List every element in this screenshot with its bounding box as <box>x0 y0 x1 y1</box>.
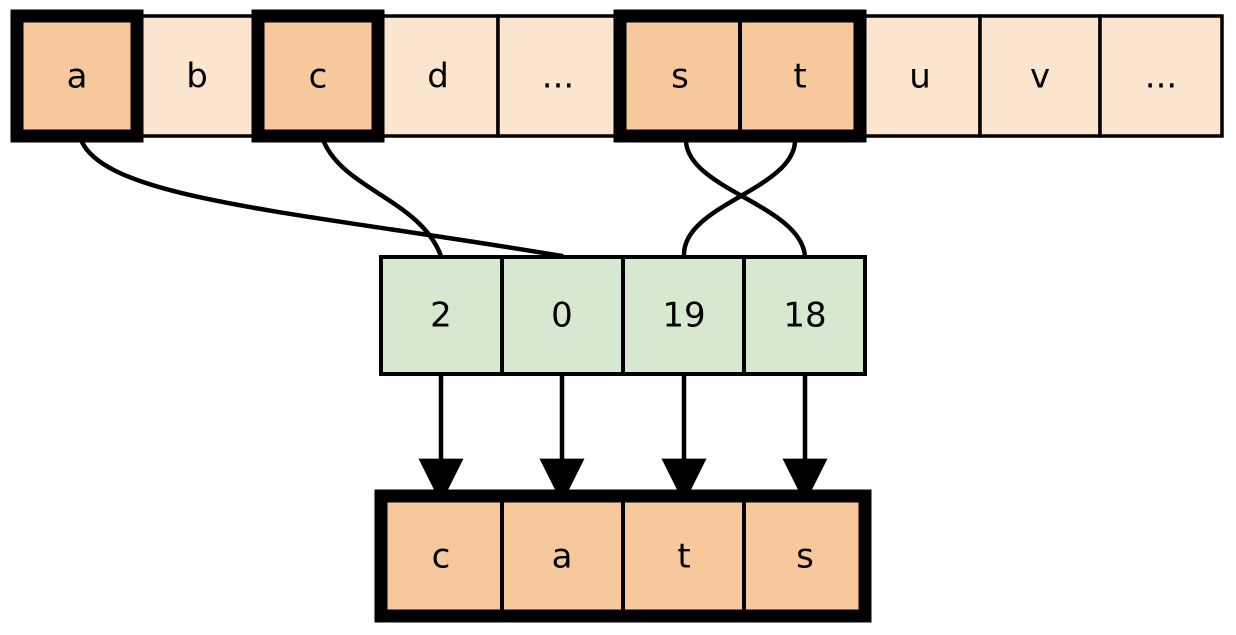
alphabet-cell-v[interactable] <box>978 14 1102 138</box>
index-cell-label: 2 <box>430 296 452 336</box>
index-cell-3[interactable] <box>742 255 867 376</box>
curve-connectors <box>79 139 808 259</box>
alphabet-cell-label: ... <box>542 57 574 97</box>
index-cell-label: 19 <box>662 296 705 336</box>
alphabet-cell-label: s <box>671 57 689 97</box>
alphabet-cell-c-highlight[interactable] <box>251 9 385 143</box>
curve-s-to-index-18 <box>683 139 808 259</box>
index-cell-1[interactable] <box>500 255 625 376</box>
arrow-connectors <box>418 376 828 504</box>
curve-c-to-index-2 <box>321 139 444 259</box>
alphabet-cell-label: u <box>909 57 931 97</box>
alphabet-cell-label: v <box>1030 57 1050 97</box>
curve-a-to-index-0 <box>79 139 565 259</box>
alphabet-cell-ellipsis-2[interactable] <box>1098 14 1224 138</box>
result-cell-label: a <box>552 537 573 577</box>
alphabet-cell-label: d <box>427 57 449 97</box>
alphabet-cell-ellipsis-1[interactable] <box>496 14 620 138</box>
result-row: c a t s <box>374 489 872 623</box>
alphabet-cell-d[interactable] <box>376 14 500 138</box>
alphabet-cell-label: t <box>793 57 806 97</box>
index-cell-label: 0 <box>551 296 573 336</box>
curve-t-to-index-19 <box>681 139 798 259</box>
result-cell-label: c <box>432 537 451 577</box>
index-cell-label: 18 <box>783 296 826 336</box>
alphabet-cell-label: c <box>309 57 328 97</box>
alphabet-cell-label: ... <box>1145 57 1177 97</box>
index-cell-2[interactable] <box>621 255 746 376</box>
result-cell-label: t <box>677 537 690 577</box>
alphabet-row: a b c d ... s t u v ... <box>10 9 1224 143</box>
alphabet-cell-label: a <box>67 57 88 97</box>
result-cell-label: s <box>796 537 814 577</box>
alphabet-cell-a-highlight[interactable] <box>10 9 144 143</box>
index-cell-0[interactable] <box>379 255 504 376</box>
alphabet-cell-label: b <box>186 57 208 97</box>
index-row: 2 0 19 18 <box>379 255 867 376</box>
